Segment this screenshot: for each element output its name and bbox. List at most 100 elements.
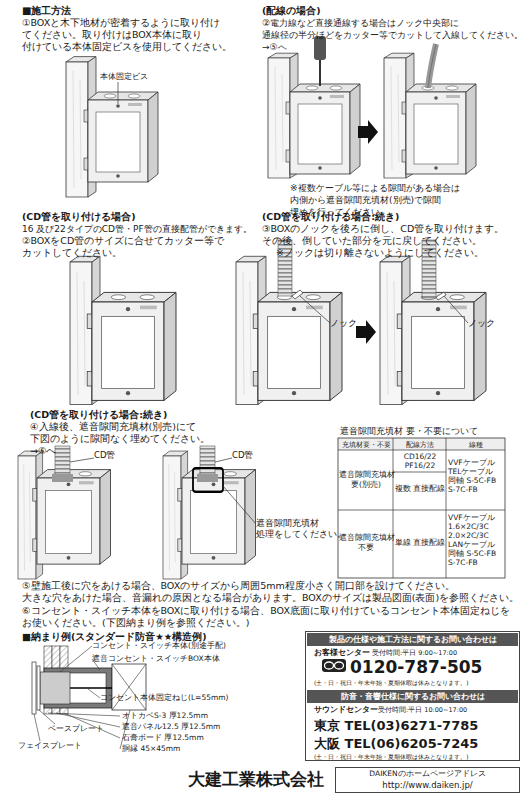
contact-panel: お客様センター受付時間:平日 9:00~17:000120-787-505 (土・… xyxy=(305,631,520,761)
dimension-label: 胴縁 45×45mm xyxy=(122,744,262,754)
section-detail xyxy=(40,672,70,704)
part-label: 遮音隙間充填材 処理をしてください。 xyxy=(256,518,340,540)
step-text: ⑤壁施工後に穴をあける場合、BOXのサイズから周囲5mm程度小さく開口部を設けて… xyxy=(22,580,522,604)
sealant-scene xyxy=(52,474,73,482)
part-label: 遮音コンセント・スイッチBOX本体 xyxy=(92,654,252,664)
part-label: CD管 xyxy=(94,450,134,460)
table-cell: 遮音隙間充填材 要(別売) xyxy=(339,470,393,490)
part-label: CD管 xyxy=(232,450,272,460)
section-detail xyxy=(70,687,112,689)
wiring-scene xyxy=(319,60,321,86)
free-dial-icon xyxy=(322,659,346,672)
step-text: 16 及び22タイプのCD管・PF管の直接配管ができます。 xyxy=(22,223,258,235)
section-heading: (CD管を取り付ける場合:続き) xyxy=(262,211,462,223)
section-heading: (CD管を取り付ける場合) xyxy=(22,211,182,223)
section-heading: (配線の場合) xyxy=(262,5,382,17)
cd-pipe-scene xyxy=(70,240,486,405)
cd-pipe-scene xyxy=(436,292,446,300)
url-heading: DAIKENのホームページアドレス xyxy=(336,769,519,779)
step-text: ①BOXと木下地材が密着するように取り付け てください。取り付けはBOX本体に取… xyxy=(22,17,237,53)
section-detail xyxy=(112,664,146,710)
section-detail xyxy=(32,662,36,714)
section-detail xyxy=(60,646,92,672)
sealant-scene xyxy=(18,446,256,579)
part-label: ノック xyxy=(468,318,508,328)
table-grid xyxy=(338,438,505,578)
wiring-scene xyxy=(428,44,436,88)
band-text: 製品の仕様や施工方法に関するお問い合わせは xyxy=(307,634,518,645)
sealant-scene xyxy=(33,470,111,564)
header-band: 防音・音響仕様に関するお問い合わせは xyxy=(307,690,518,703)
cd-pipe-scene xyxy=(444,296,468,323)
note-text: (土・日・祝日・年末年始・夏期休暇は休みとなります。) xyxy=(314,753,514,761)
step-text: ②BOXをCD管のサイズに合せてカッター等で カットしてください。 xyxy=(22,235,222,259)
table-cell: 遮音隙間充填材 不要 xyxy=(339,533,393,553)
table-cell: CD16/22 PF16/22 xyxy=(394,452,446,470)
note-text: (土・日・祝日・年末年始・夏期休暇は休みとなります。) xyxy=(314,679,514,687)
section-heading: (CD管を取り付ける場合:続き) xyxy=(30,409,230,421)
sealant-scene xyxy=(223,486,256,524)
table-header: 配線方法 xyxy=(394,440,446,450)
free-dial-icon xyxy=(335,662,344,669)
wiring-scene xyxy=(268,36,476,178)
table-grid xyxy=(393,438,394,578)
sealant-scene xyxy=(193,468,223,492)
hours-text: 受付時間:平日 9:00~17:00 xyxy=(372,649,512,658)
cd-pipe-scene xyxy=(253,292,342,400)
url-box: DAIKENのホームページアドレスhttp://www.daiken.jp/ xyxy=(335,767,520,793)
sealant-scene xyxy=(215,458,232,462)
table-grid xyxy=(393,472,446,473)
table-grid xyxy=(338,438,505,450)
table-header: 線種 xyxy=(447,440,505,450)
section-detail xyxy=(34,714,40,741)
step-text: ⑥コンセント・スイッチ本体をBOXに取り付ける場合、BOX底面に取り付けているコ… xyxy=(22,605,522,629)
free-dial-icon xyxy=(322,659,346,672)
header-band: 製品の仕様や施工方法に関するお問い合わせは xyxy=(307,633,518,646)
note-text: ※ノックは切り離さないようにしてください。 xyxy=(276,247,516,259)
sealant-scene xyxy=(178,470,256,564)
step-text: ④入線後、遮音隙間充填材(別売)にて 下図のように隙間なく埋めてください。→⑤へ xyxy=(30,421,230,457)
cd-pipe-scene xyxy=(356,320,376,344)
phone-number: 東京 TEL(03)6271-7785 xyxy=(314,718,514,734)
install-scene xyxy=(84,92,158,182)
table-header: 充填材要・不要 xyxy=(339,440,393,450)
section-detail xyxy=(39,710,55,724)
contact-name: お客様センター xyxy=(314,648,376,658)
part-label: ベースプレート xyxy=(48,724,118,734)
table-cell: 単線 直接配線 xyxy=(394,538,446,547)
cd-pipe-scene xyxy=(397,292,486,400)
part-label: フェイスプレート xyxy=(18,741,98,751)
wiring-scene xyxy=(402,84,476,174)
section-detail xyxy=(88,689,100,698)
page-title: ■施工方法 xyxy=(22,5,142,17)
url-text: http://www.daiken.jp/ xyxy=(336,780,519,791)
step-text: ②電力線など直接通線する場合はノック中央部に 通線径の半分ほどをカッター等でカッ… xyxy=(262,17,524,53)
part-label: 本体固定ビス xyxy=(100,72,170,82)
wiring-scene xyxy=(286,84,360,174)
phone-number: 0120-787-505 xyxy=(350,657,515,677)
wiring-scene xyxy=(428,44,436,88)
table-grid xyxy=(338,438,505,578)
part-label: ノック xyxy=(330,318,370,328)
dimension-label: オトカベS-3 厚12.5mm xyxy=(122,711,262,721)
contact-name: サウンドセンター xyxy=(314,705,384,715)
table-grid xyxy=(338,510,505,511)
table-cell: VVFケーブル TELケーブル 同軸 S-5C-FB S-7C-FB xyxy=(448,458,504,494)
part-label: コンセント本体固定ねじ(L=55mm) xyxy=(100,693,260,703)
sealant-scene xyxy=(70,458,94,462)
table-title: 遮音隙間充填材 要・不要について xyxy=(340,426,515,437)
cd-pipe-scene xyxy=(300,296,330,323)
part-label: コンセント・スイッチ本体(別途手配) xyxy=(92,641,252,651)
sealant-scene xyxy=(197,474,218,482)
free-dial-icon xyxy=(325,662,334,669)
hours-text: 受付時間:平日 10:00~17:00 xyxy=(378,706,518,715)
cd-pipe-scene xyxy=(87,292,176,400)
dimension-label: 遮音パネル12.5 厚12.5mm xyxy=(122,722,262,732)
section-detail xyxy=(112,664,146,710)
band-text: 防音・音響仕様に関するお問い合わせは xyxy=(307,691,518,702)
phone-number: 大阪 TEL(06)6205-7245 xyxy=(314,736,514,752)
wiring-scene xyxy=(358,120,378,144)
table-cell: VVFケーブル 1.6×2C/3C 2.0×2C/3C LANケーブル 同軸 S… xyxy=(448,513,504,567)
install-scene xyxy=(118,82,119,104)
